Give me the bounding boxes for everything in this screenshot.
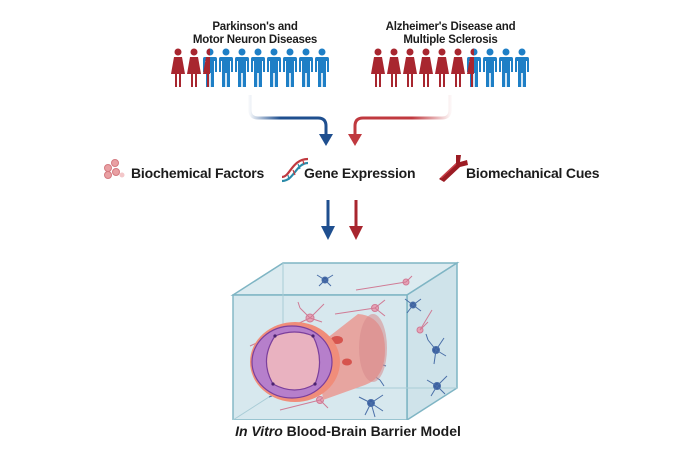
group-title-parkinsons: Parkinson's and Motor Neuron Diseases [170, 21, 340, 47]
arrow-head-blue [319, 134, 333, 146]
people-group-parkinsons [170, 48, 330, 88]
person-icon-male [483, 48, 497, 87]
group-title-alzheimers: Alzheimer's Disease and Multiple Scleros… [368, 21, 533, 47]
person-icon-female [187, 48, 201, 87]
factor-label: Biochemical Factors [131, 165, 265, 181]
person-icon-female [451, 48, 465, 87]
person-icon-female [387, 48, 401, 87]
factor-label: Gene Expression [304, 165, 416, 181]
arrow-head-blue-down [321, 226, 335, 240]
arrow-head-red [348, 134, 362, 146]
arrow-head-red-down [349, 226, 363, 240]
arrow-path-blue [248, 95, 328, 134]
group-title-line: Multiple Sclerosis [403, 34, 498, 46]
person-icon-male [219, 48, 233, 87]
people-group-alzheimers [370, 48, 530, 88]
molecules-icon [104, 159, 125, 179]
blood-brain-barrier-cube [230, 261, 460, 420]
person-icon-male [515, 48, 529, 87]
blood-vessel [250, 314, 387, 402]
factor-label: Biomechanical Cues [466, 165, 600, 181]
person-icon-split [203, 48, 217, 87]
person-icon-male [235, 48, 249, 87]
person-icon-male [251, 48, 265, 87]
group-title-line: Alzheimer's Disease and [385, 21, 516, 33]
person-icon-split [467, 48, 481, 87]
person-icon-male [283, 48, 297, 87]
person-icon-male [299, 48, 313, 87]
blood-vessel-branch-icon [439, 155, 468, 182]
model-caption: In Vitro Blood-Brain Barrier Model [0, 423, 696, 439]
arrow-path-red [353, 95, 452, 134]
person-icon-female [171, 48, 185, 87]
group-title-line: Motor Neuron Diseases [192, 34, 318, 46]
person-icon-male [267, 48, 281, 87]
person-icon-male [315, 48, 329, 87]
person-icon-female [403, 48, 417, 87]
person-icon-female [371, 48, 385, 87]
caption-rest: Blood-Brain Barrier Model [282, 423, 461, 439]
group-title-line: Parkinson's and [212, 21, 298, 33]
person-icon-female [435, 48, 449, 87]
person-icon-male [499, 48, 513, 87]
person-icon-female [419, 48, 433, 87]
caption-italic: In Vitro [235, 423, 283, 439]
dna-icon [281, 157, 309, 183]
